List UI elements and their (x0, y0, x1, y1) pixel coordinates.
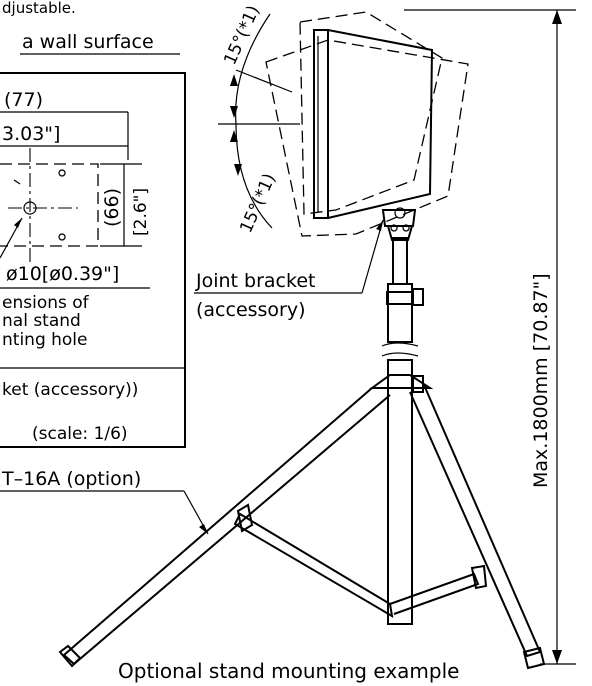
lower-arrow-b (234, 164, 242, 176)
upper-arrow-a (230, 74, 238, 86)
upper-mast (392, 237, 408, 285)
bracket-outline-dashed (0, 163, 99, 247)
left-brace (233, 512, 394, 618)
speaker-front-grille (313, 29, 329, 219)
dim-width-mm: (77) (4, 89, 43, 111)
scale-note: (scale: 1/6) (32, 424, 128, 444)
mounting-hole-detail: (77) 3.03"] (66) [2.6"] ø10[ø0.39"] ensi… (0, 72, 186, 448)
height-arrow-bottom (552, 650, 562, 664)
stand-model-label: T–16A (option) (1, 468, 141, 490)
small-hole-mark (58, 169, 66, 177)
joint-bracket-label-1: Joint bracket (195, 270, 315, 292)
left-foot (58, 644, 82, 668)
detail-box-frame (0, 72, 186, 448)
caption-line-3: nting hole (2, 330, 88, 350)
joint-label-arrow (376, 220, 383, 231)
clipped-note-text: djustable. (2, 0, 76, 17)
speaker-tilt-up-outline (299, 11, 443, 215)
caption-line-1: ensions of (2, 293, 90, 313)
height-arrow-top (552, 10, 562, 24)
lower-mast (387, 359, 413, 625)
left-leg (62, 387, 391, 666)
hole-tick (13, 179, 21, 185)
wall-surface-heading: a wall surface (22, 31, 154, 53)
angle-lower-label: 15°(*1) (236, 171, 280, 236)
joint-pivot (394, 207, 406, 219)
hole-diameter-label: ø10[ø0.39"] (6, 263, 119, 285)
small-hole-mark (58, 233, 66, 241)
joint-bracket-label-2: (accessory) (196, 299, 306, 321)
tripod-stand (58, 237, 546, 670)
mast-clamp (386, 291, 414, 305)
upper-arrow-b (230, 106, 238, 118)
right-foot (522, 646, 546, 670)
diameter-arrow (14, 218, 22, 228)
tilt-angle-indicators: 15°(*1) 15°(*1) (218, 3, 300, 236)
speaker-tilt-down-outline (265, 39, 469, 237)
diagram-caption: Optional stand mounting example (118, 659, 459, 683)
bracket-note: ket (accessory)) (2, 380, 138, 400)
angle-upper-ray (235, 69, 293, 93)
dim-height-in: [2.6"] (131, 188, 151, 236)
lower-arrow-a (230, 130, 238, 142)
mounting-hole-circle (23, 201, 37, 215)
dim-height-mm: (66) (101, 188, 123, 227)
joint-screws (390, 224, 410, 232)
mast-knob (412, 288, 424, 306)
joint-bracket (381, 207, 417, 241)
right-brace (389, 572, 480, 615)
tripod-hub (368, 374, 434, 389)
speaker-body (327, 29, 434, 219)
right-brace-clamp (470, 564, 488, 590)
caption-line-2: nal stand (2, 311, 81, 331)
left-brace-clamp (236, 503, 254, 533)
mast-sleeve (387, 283, 413, 343)
mast-break-marks (381, 342, 419, 357)
max-height-label: Max.1800mm [70.87"] (530, 273, 552, 488)
speaker (265, 11, 469, 237)
joint-label-leader (361, 219, 384, 294)
right-leg (409, 384, 542, 658)
max-height-dimension: Max.1800mm [70.87"] (404, 9, 576, 665)
dim-width-in: 3.03"] (2, 123, 60, 145)
